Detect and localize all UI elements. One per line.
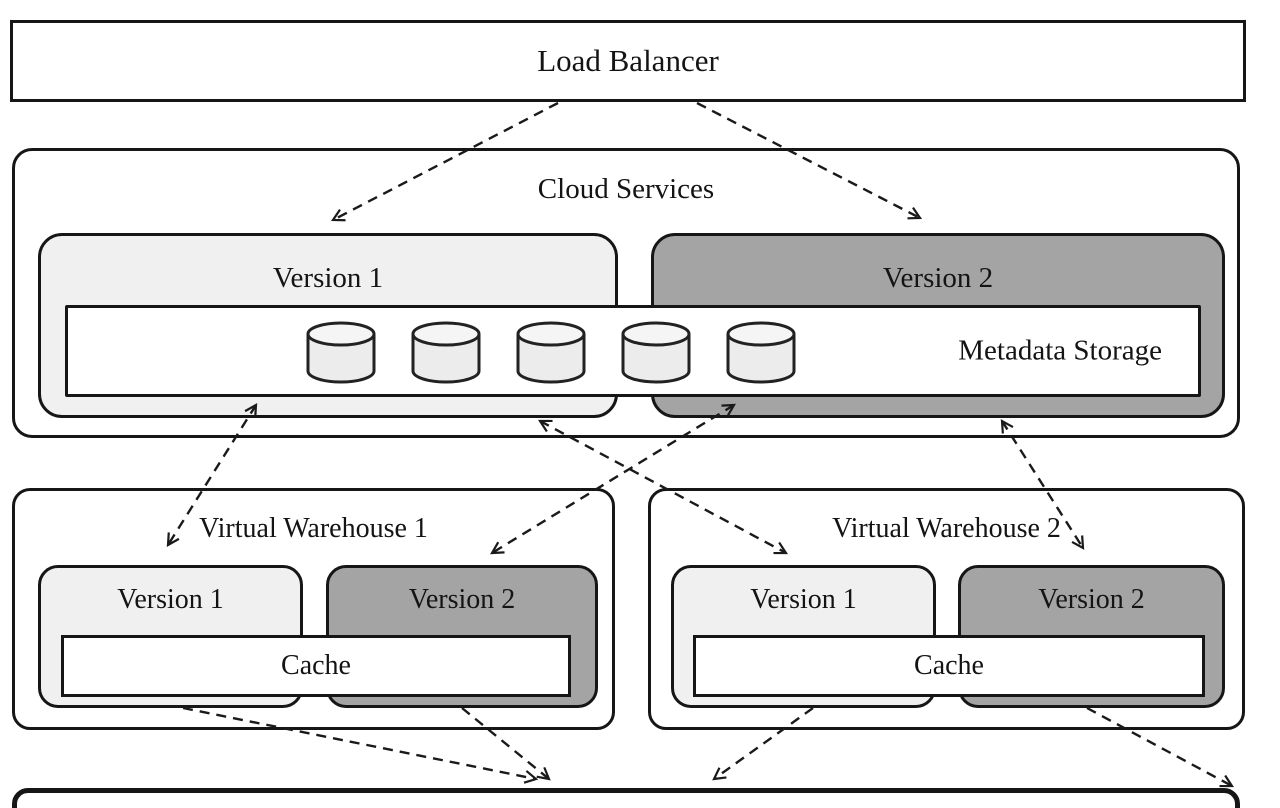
warehouse1-cache-box: Cache (61, 635, 571, 697)
metadata-storage-label: Metadata Storage (958, 334, 1162, 367)
warehouse2-cache-box: Cache (693, 635, 1205, 697)
cloud-services-box: Cloud Services Version 1 Version 2 (12, 148, 1240, 438)
virtual-warehouse-2-box: Virtual Warehouse 2 Version 1 Version 2 … (648, 488, 1245, 730)
metadata-cylinders (303, 321, 799, 385)
warehouse2-version1-label: Version 1 (750, 584, 857, 615)
load-balancer-box: Load Balancer (10, 20, 1246, 102)
database-cylinder-icon (621, 321, 691, 384)
database-cylinder-icon (516, 321, 586, 384)
storage-layer-box-partial (12, 788, 1240, 808)
warehouse1-version1-label: Version 1 (117, 584, 224, 615)
virtual-warehouse-1-label: Virtual Warehouse 1 (199, 513, 428, 544)
metadata-storage-box: Metadata Storage (65, 305, 1201, 397)
cloud-services-label: Cloud Services (537, 173, 715, 205)
load-balancer-label: Load Balancer (537, 43, 719, 78)
database-cylinder-icon (726, 321, 796, 384)
cloud-services-version1-label: Version 1 (272, 262, 384, 294)
warehouse1-version2-label: Version 2 (408, 584, 516, 615)
warehouse2-version2-label: Version 2 (1038, 584, 1145, 615)
virtual-warehouse-1-box: Virtual Warehouse 1 Version 1 Version 2 … (12, 488, 615, 730)
warehouse1-cache-label: Cache (281, 650, 351, 681)
database-cylinder-icon (411, 321, 481, 384)
virtual-warehouse-2-label: Virtual Warehouse 2 (832, 513, 1061, 544)
cloud-services-version2-label: Version 2 (882, 262, 994, 294)
database-cylinder-icon (306, 321, 376, 384)
warehouse2-cache-label: Cache (914, 650, 984, 681)
